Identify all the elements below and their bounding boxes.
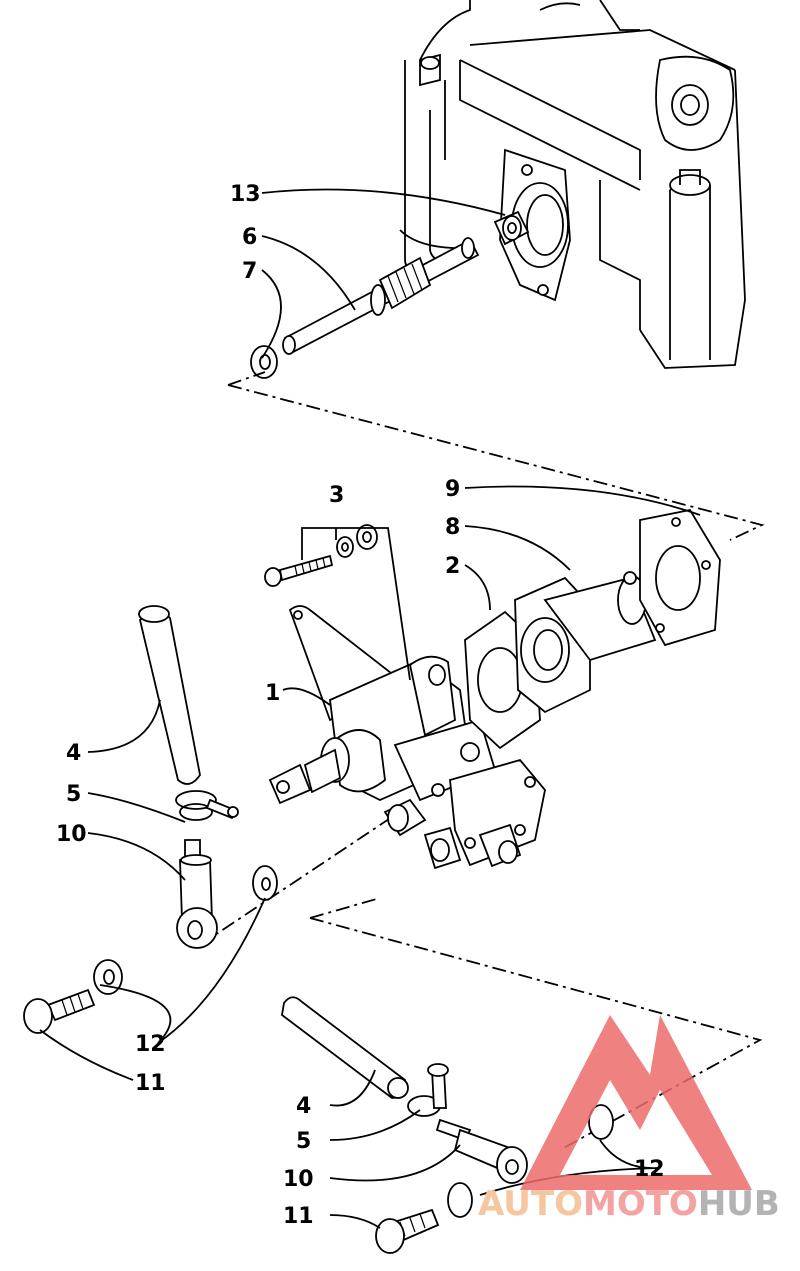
callout-10-lower: 10 xyxy=(283,1167,314,1192)
phantom-line-upper xyxy=(227,384,765,541)
callout-9: 9 xyxy=(445,477,460,502)
engine-case xyxy=(399,0,746,369)
callout-11-upper: 11 xyxy=(135,1071,166,1096)
phantom-line-lower xyxy=(309,917,763,1151)
callout-3: 3 xyxy=(329,483,344,508)
watermark-moto: MOTO xyxy=(583,1184,698,1224)
callout-13: 13 xyxy=(230,182,261,207)
callout-5-upper: 5 xyxy=(66,782,81,807)
oil-pump-assembly xyxy=(268,508,721,870)
center-line xyxy=(199,814,396,946)
callout-4-lower: 4 xyxy=(296,1094,311,1119)
callout-5-lower: 5 xyxy=(296,1129,311,1154)
callout-7: 7 xyxy=(242,259,257,284)
callout-12-lower: 12 xyxy=(634,1157,665,1182)
watermark-text: AUTOMOTOHUB xyxy=(478,1184,780,1224)
watermark-auto: AUTO xyxy=(478,1184,583,1224)
hose-fitting-set-upper xyxy=(23,605,278,1034)
screw-washer-set xyxy=(264,524,411,681)
callout-10-upper: 10 xyxy=(56,822,87,847)
leader-lines xyxy=(39,188,701,1229)
phantom-line-mid xyxy=(309,897,381,919)
callout-2: 2 xyxy=(445,554,460,579)
callout-4-upper: 4 xyxy=(66,741,81,766)
callout-8: 8 xyxy=(445,515,460,540)
callout-6: 6 xyxy=(242,225,257,250)
callout-12-upper: 12 xyxy=(135,1032,166,1057)
callout-labels: 13 6 7 3 9 8 2 1 4 5 10 12 11 4 5 10 12 … xyxy=(56,182,665,1229)
callout-11-lower: 11 xyxy=(283,1204,314,1229)
drive-shaft-assembly xyxy=(250,210,530,379)
phantom-line xyxy=(227,371,266,386)
automotohub-logo xyxy=(520,1015,752,1190)
callout-1: 1 xyxy=(265,681,280,706)
watermark-hub: HUB xyxy=(698,1184,780,1224)
